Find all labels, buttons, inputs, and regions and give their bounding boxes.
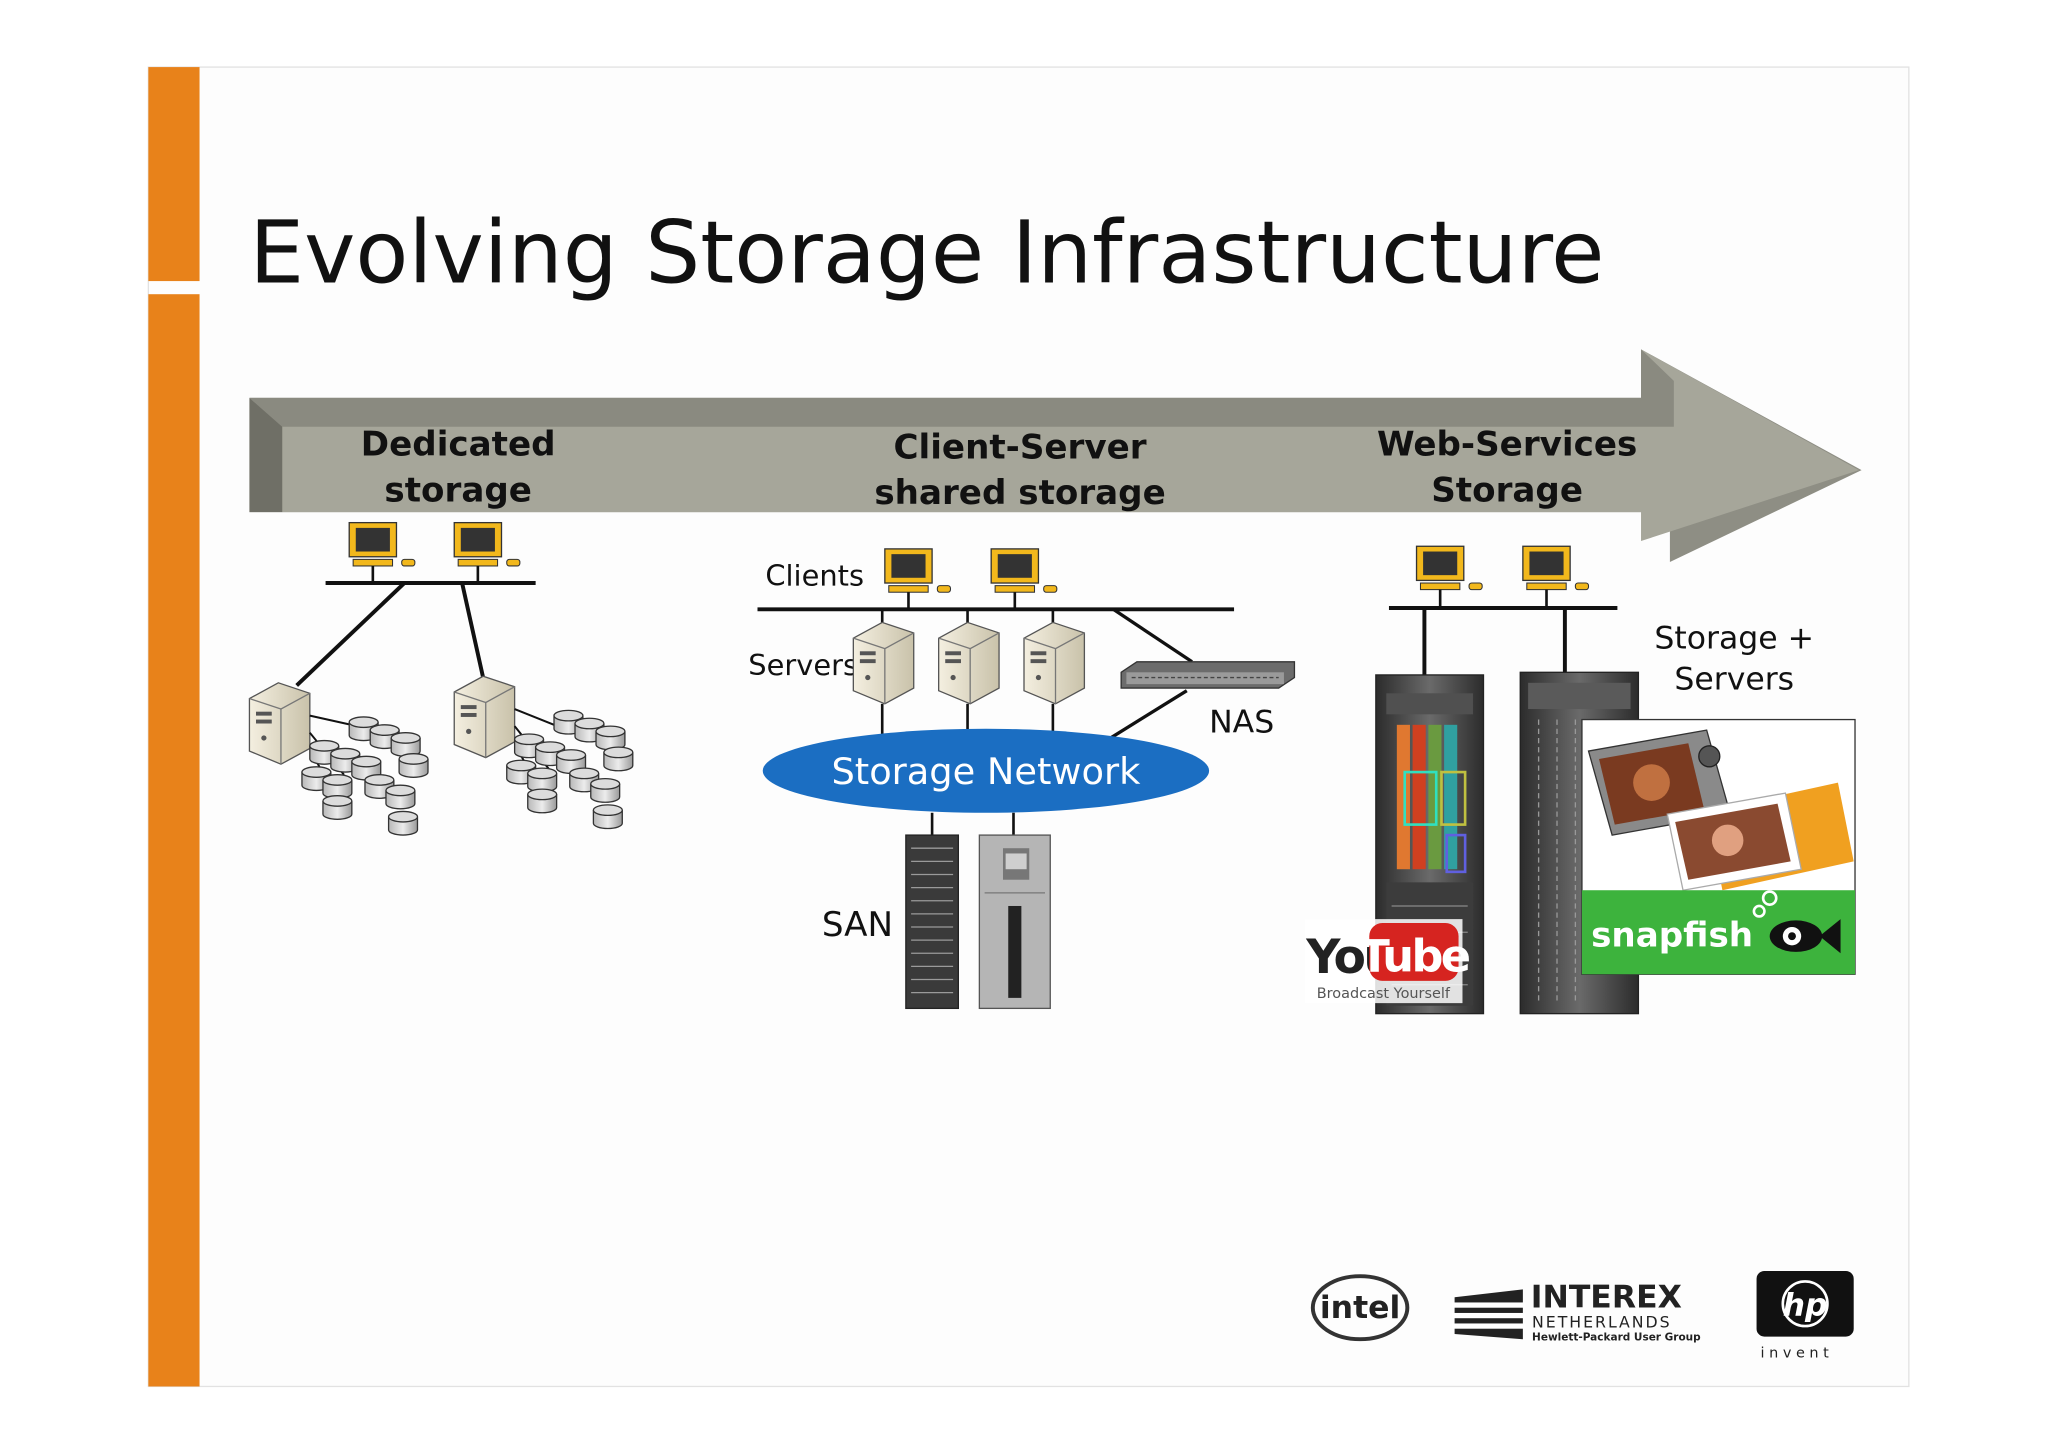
- interex-sub: NETHERLANDS: [1532, 1312, 1672, 1331]
- page-title: Evolving Storage Infrastructure: [249, 203, 1604, 303]
- storage-network-label: Storage Network: [831, 750, 1141, 793]
- snapfish-text: snapfish: [1591, 916, 1753, 956]
- hp-tag: i n v e n t: [1760, 1346, 1829, 1362]
- server-tower-icon: [453, 675, 516, 759]
- youtube-tagline: Broadcast Yourself: [1317, 986, 1451, 1002]
- photo-prints: [1666, 782, 1854, 891]
- web-services-diagram: Storage + Servers You Tube Broadcast You…: [1304, 545, 1856, 1015]
- servers-label: Servers: [748, 648, 858, 682]
- era-client-server-line2: shared storage: [874, 473, 1165, 513]
- hp-text: hp: [1783, 1288, 1828, 1324]
- youtube-tube: Tube: [1359, 931, 1469, 983]
- accent-bar-top: [148, 67, 200, 282]
- nas-label: NAS: [1209, 705, 1274, 741]
- era-web-services-line1: Web-Services: [1377, 425, 1637, 465]
- san-label: SAN: [822, 905, 893, 945]
- interex-logo: INTEREX NETHERLANDS Hewlett-Packard User…: [1451, 1280, 1701, 1344]
- accent-bar-bottom: [148, 294, 200, 1387]
- era-web-services-line2: Storage: [1431, 471, 1583, 511]
- era-dedicated-line2: storage: [384, 471, 532, 511]
- storage-rack-icon: [905, 834, 960, 1010]
- youtube-logo: You Tube Broadcast Yourself: [1304, 919, 1472, 1004]
- storage-servers-label-line1: Storage +: [1654, 621, 1814, 657]
- clients-label: Clients: [765, 559, 864, 593]
- dedicated-storage-diagram: [248, 521, 632, 835]
- server-tower-icon: [938, 621, 1000, 705]
- era-client-server-line1: Client-Server: [893, 427, 1146, 467]
- nas-rack-icon: [1120, 661, 1296, 689]
- intel-logo: intel: [1310, 1274, 1410, 1342]
- intel-text: intel: [1320, 1290, 1400, 1326]
- server-tower-icon: [1023, 621, 1086, 705]
- interex-main: INTEREX: [1531, 1280, 1682, 1316]
- hp-logo: hp i n v e n t: [1756, 1270, 1854, 1362]
- storage-network-ellipse: [762, 728, 1210, 813]
- interex-tag: Hewlett-Packard User Group: [1532, 1332, 1701, 1344]
- server-tower-icon: [248, 682, 311, 765]
- fish-icon: [1752, 890, 1841, 954]
- snapfish-panel: snapfish: [1581, 718, 1856, 975]
- client-server-diagram: Clients Servers NAS Storage Network SAN: [748, 548, 1296, 1010]
- storage-servers-label-line2: Servers: [1674, 661, 1794, 697]
- evolution-arrow: [249, 349, 1862, 563]
- storage-rack-icon: [978, 834, 1051, 1010]
- server-tower-icon: [852, 621, 915, 705]
- era-dedicated-line1: Dedicated: [361, 425, 556, 465]
